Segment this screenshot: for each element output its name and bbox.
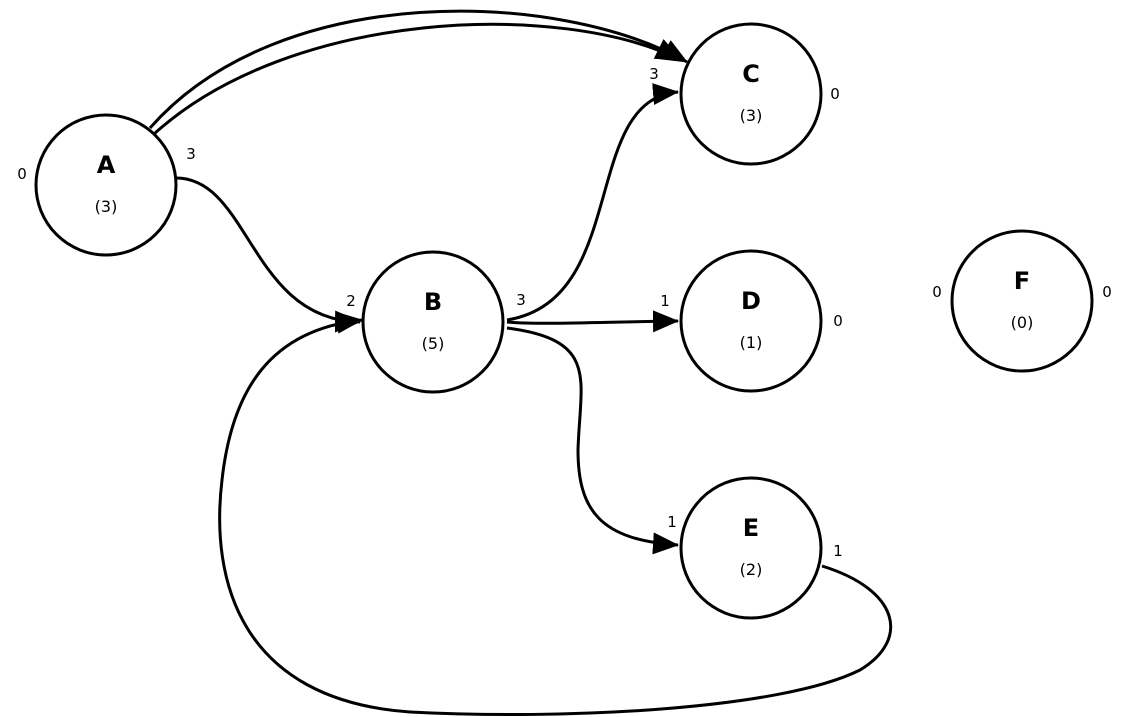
node-c: C (3) 3 0 [649, 22, 840, 166]
node-circle [950, 229, 1094, 373]
node-b: B (5) 2 3 [346, 250, 526, 394]
node-value: (5) [422, 334, 445, 353]
node-f: F (0) 0 0 [932, 229, 1112, 373]
edges-layer [148, 9, 893, 717]
node-name: E [743, 514, 759, 542]
node-value: (2) [740, 560, 763, 579]
node-a: A (3) 0 3 [17, 113, 196, 257]
node-circle [679, 476, 823, 620]
node-e: E (2) 1 1 [667, 476, 843, 620]
in-count-label: 0 [932, 283, 942, 301]
edge-b-to-c [506, 83, 679, 322]
node-name: B [424, 288, 442, 316]
node-name: C [742, 60, 760, 88]
node-name: D [741, 287, 761, 315]
out-count-label: 0 [830, 85, 840, 103]
out-count-label: 1 [833, 542, 843, 560]
in-count-label: 1 [660, 292, 670, 310]
node-value: (3) [740, 106, 763, 125]
in-count-label: 1 [667, 513, 677, 531]
node-value: (1) [740, 333, 763, 352]
node-value: (3) [95, 197, 118, 216]
edge-b-to-d [506, 310, 679, 333]
edge-a-to-b [175, 176, 361, 333]
edge-e-to-b [218, 311, 893, 717]
node-name: F [1014, 267, 1030, 295]
node-circle [679, 249, 823, 393]
in-count-label: 3 [649, 65, 659, 83]
out-count-label: 0 [1102, 283, 1112, 301]
node-circle [361, 250, 505, 394]
out-count-label: 0 [833, 312, 843, 330]
out-count-label: 3 [186, 145, 196, 163]
edge-a-to-c [152, 22, 682, 136]
node-circle [679, 22, 823, 166]
out-count-label: 3 [516, 291, 526, 309]
node-name: A [97, 151, 116, 179]
node-d: D (1) 1 0 [660, 249, 843, 393]
node-circle [34, 113, 178, 257]
edge-a-to-c [148, 9, 688, 129]
in-count-label: 2 [346, 292, 356, 310]
node-value: (0) [1011, 313, 1034, 332]
in-count-label: 0 [17, 165, 27, 183]
edge-b-to-e [506, 326, 679, 555]
